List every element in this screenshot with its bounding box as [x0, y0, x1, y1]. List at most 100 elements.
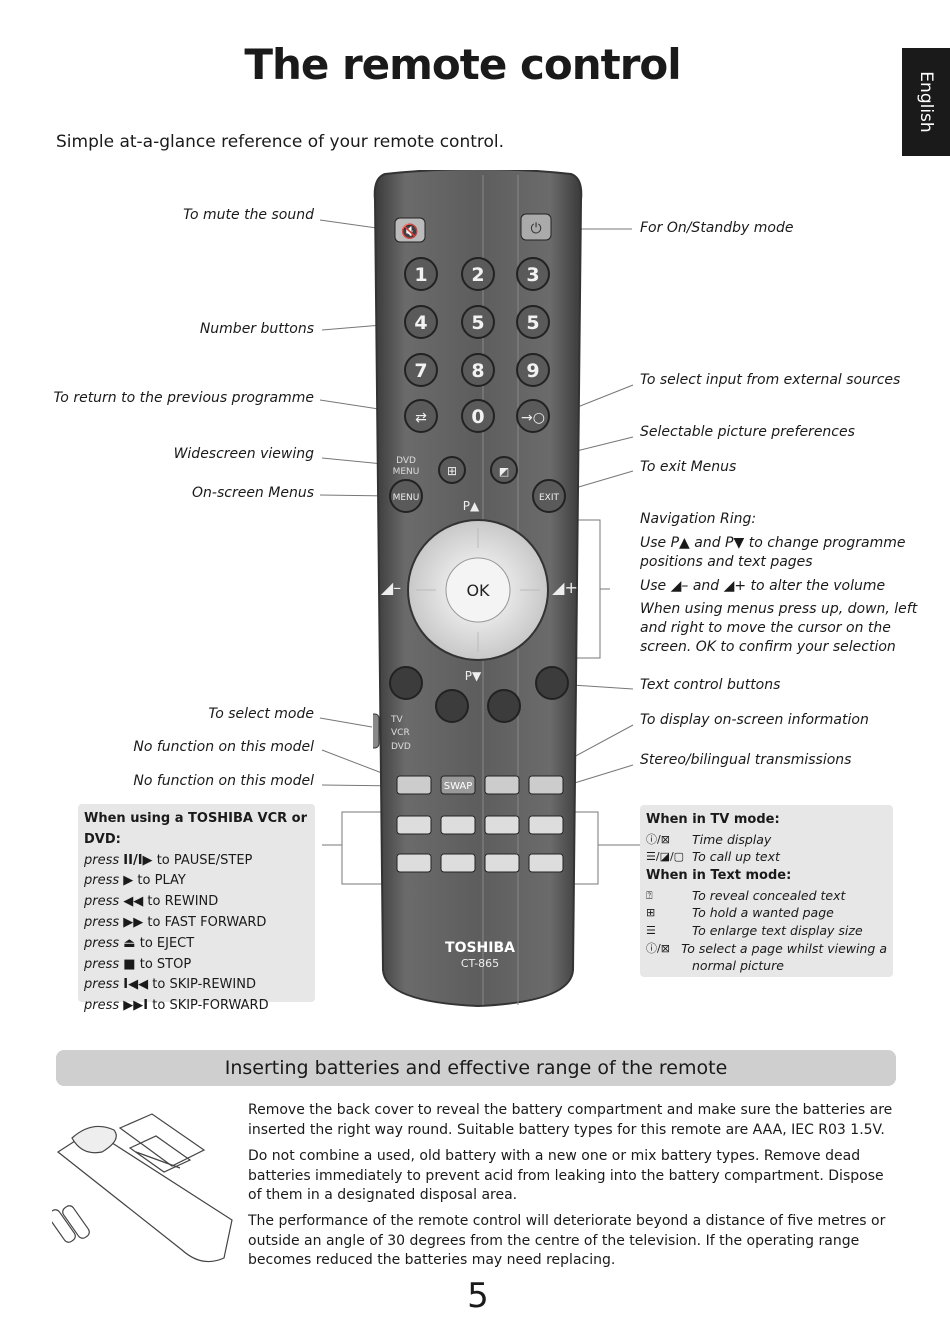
ok-label: OK: [466, 581, 490, 600]
stop-button[interactable]: [440, 853, 476, 873]
vcr-row: press II/I▶ to PAUSE/STEP: [84, 851, 309, 872]
blank-icon: [646, 957, 692, 975]
vcr-action: to PAUSE/STEP: [156, 852, 253, 868]
menu-button[interactable]: [389, 479, 423, 513]
volume-up-icon: ◢+: [552, 578, 578, 597]
label-picture: Selectable picture preferences: [640, 424, 855, 440]
number-key[interactable]: [404, 257, 438, 291]
widescreen-icon: ⊞: [447, 464, 457, 478]
ok-button[interactable]: [445, 557, 511, 623]
key-label: 8: [471, 360, 484, 382]
number-key[interactable]: [461, 353, 495, 387]
vcr-action: to REWIND: [147, 894, 219, 910]
text-row-text: To hold a wanted page: [692, 905, 834, 921]
power-icon: ⏻: [530, 221, 541, 237]
label-nav-title: Navigation Ring:: [640, 511, 757, 527]
skip-rewind-icon: I◀◀: [123, 977, 149, 993]
enlarge-icon: ☰: [646, 923, 656, 937]
label-menus: On-screen Menus: [192, 485, 314, 501]
label-info: To display on-screen information: [640, 712, 869, 728]
reveal-icon: ⍰: [646, 888, 653, 902]
model-number: CT-865: [461, 957, 499, 970]
stereo-button[interactable]: [528, 775, 564, 795]
vcr-row: press ▶▶I to SKIP-FORWARD: [84, 996, 309, 1017]
vcr-action: to SKIP-REWIND: [152, 977, 256, 993]
play-button[interactable]: [440, 815, 476, 835]
vcr-action: to STOP: [139, 956, 192, 972]
page-number: 5: [467, 1276, 489, 1316]
mode-switch[interactable]: [373, 713, 380, 749]
mode-vcr-label: VCR: [391, 728, 410, 738]
label-nav-line: When using menus press up, down, left: [640, 601, 918, 617]
return-button[interactable]: [404, 399, 438, 433]
rewind-button[interactable]: [484, 815, 520, 835]
text-control-button[interactable]: [389, 666, 423, 700]
vcr-row: press ◀◀ to REWIND: [84, 892, 309, 913]
play-icon: ▶: [123, 873, 134, 889]
label-text-control: Text control buttons: [640, 677, 781, 693]
mode-dvd-label: DVD: [391, 742, 411, 752]
pause-icon: II/I▶: [123, 852, 153, 868]
tv-text-info-box: When in TV mode: ⓘ/⊠Time display ☰/◪/▢To…: [640, 805, 893, 977]
standby-button[interactable]: [520, 213, 552, 241]
eject-button[interactable]: [396, 853, 432, 873]
number-key[interactable]: [461, 305, 495, 339]
mute-icon: 🔇: [401, 223, 418, 240]
picture-button[interactable]: [490, 456, 518, 484]
number-key[interactable]: [516, 305, 550, 339]
key-label: 2: [471, 264, 484, 286]
text-row: normal picture: [646, 957, 887, 975]
key-label: 5: [471, 312, 484, 334]
vcr-row: press ■ to STOP: [84, 955, 309, 976]
language-tab: English: [902, 48, 950, 156]
mute-button[interactable]: [394, 217, 426, 243]
menu-label: MENU: [393, 493, 420, 503]
press-word: press: [84, 935, 120, 951]
text-control-button[interactable]: [435, 689, 469, 723]
number-key[interactable]: [516, 353, 550, 387]
no-function-button[interactable]: [396, 775, 432, 795]
number-key[interactable]: [404, 353, 438, 387]
fast-forward-button[interactable]: [528, 815, 564, 835]
vcr-action: to EJECT: [139, 935, 195, 951]
text-control-button[interactable]: [535, 666, 569, 700]
input-button[interactable]: [516, 399, 550, 433]
swap-label: SWAP: [444, 781, 473, 792]
text-row-text: To enlarge text display size: [692, 922, 863, 938]
picture-icon: ◩: [499, 465, 509, 478]
vcr-action: to SKIP-FORWARD: [152, 998, 269, 1014]
vcr-row: press I◀◀ to SKIP-REWIND: [84, 975, 309, 996]
pause-button[interactable]: [396, 815, 432, 835]
press-word: press: [84, 998, 120, 1014]
text-mode-heading: When in Text mode:: [646, 867, 792, 883]
label-no-function: No function on this model: [133, 739, 314, 755]
section-heading: Inserting batteries and effective range …: [56, 1050, 896, 1086]
key-label: 1: [414, 264, 427, 286]
time-display-icon: ⓘ/⊠: [646, 832, 670, 846]
number-key[interactable]: [461, 257, 495, 291]
number-key[interactable]: [404, 305, 438, 339]
number-keypad: 1 2 3 4 5 5 7 8 9 0 ⇄ →○: [404, 257, 550, 433]
text-icon: ☰/◪/▢: [646, 850, 685, 864]
number-key[interactable]: [461, 399, 495, 433]
vcr-action: to FAST FORWARD: [147, 914, 267, 930]
vcr-row: press ⏏ to EJECT: [84, 934, 309, 955]
swap-button[interactable]: [440, 775, 476, 795]
info-button[interactable]: [484, 775, 520, 795]
text-control-button[interactable]: [487, 689, 521, 723]
widescreen-button[interactable]: [438, 456, 466, 484]
vcr-box-heading: When using a TOSHIBA VCR or DVD:: [84, 811, 307, 847]
label-no-function: No function on this model: [133, 773, 314, 789]
battery-paragraph-1: Remove the back cover to reveal the batt…: [248, 1102, 893, 1138]
vcr-dvd-info-box: When using a TOSHIBA VCR or DVD: press I…: [78, 804, 315, 1013]
page-title: The remote control: [244, 40, 681, 89]
programme-down-label: P▼: [465, 669, 482, 683]
skip-rewind-button[interactable]: [484, 853, 520, 873]
key-label: 4: [414, 312, 427, 334]
number-key[interactable]: [516, 257, 550, 291]
exit-button[interactable]: [532, 479, 566, 513]
skip-forward-button[interactable]: [528, 853, 564, 873]
dvd-menu-label: MENU: [393, 467, 420, 477]
key-label: 3: [526, 264, 539, 286]
label-standby: For On/Standby mode: [640, 220, 794, 236]
